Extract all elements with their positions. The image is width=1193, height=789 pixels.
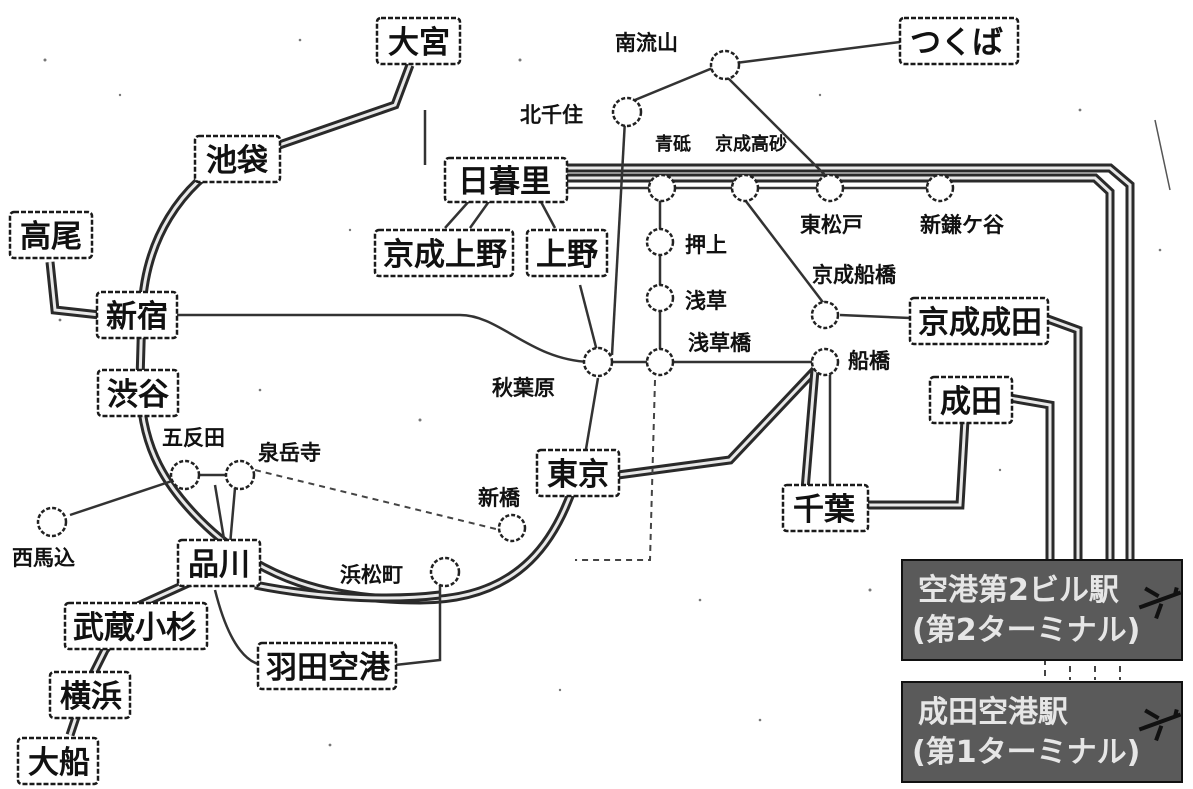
label-asakusa: 浅草	[685, 289, 727, 313]
box-nippori: 日暮里	[443, 156, 569, 204]
boxed-stations: 大宮 つくば 池袋 日暮里 高尾 京成上野 上野 新宿	[8, 16, 1050, 786]
label-nishi-magome: 西馬込	[12, 546, 75, 570]
box-shinjuku: 新宿	[95, 290, 179, 340]
box-narita: 成田	[928, 375, 1014, 425]
airplane-icon	[1138, 708, 1182, 742]
station-sengakuji-marker	[224, 459, 256, 491]
box-shibuya: 渋谷	[96, 368, 180, 418]
station-akihabara-marker	[582, 346, 614, 378]
station-aoto-marker	[647, 173, 677, 203]
svg-text:大宮: 大宮	[388, 25, 450, 61]
station-kitasenju-marker	[611, 96, 643, 128]
edge-mark	[1154, 119, 1171, 191]
terminal-upper-line2: (第2ターミナル)	[912, 613, 1140, 648]
label-shimbashi: 新橋	[478, 486, 521, 510]
station-nishi-magome-marker	[36, 506, 68, 538]
station-keisei-funabashi-marker	[810, 300, 840, 330]
label-oshiage: 押上	[685, 233, 727, 257]
svg-text:渋谷: 渋谷	[107, 377, 169, 413]
box-keisei-narita: 京成成田	[908, 296, 1050, 346]
box-ikebukuro: 池袋	[193, 134, 282, 184]
station-minami-nagareyama-marker	[709, 49, 741, 81]
label-higashi-matsudo: 東松戸	[800, 213, 863, 237]
svg-text:東京: 東京	[547, 457, 609, 493]
station-funabashi-marker	[810, 347, 840, 377]
svg-text:武蔵小杉: 武蔵小杉	[73, 610, 197, 646]
svg-text:品川: 品川	[188, 547, 250, 583]
narita-jr-track	[1009, 393, 1055, 560]
station-asakusa-marker	[645, 283, 675, 313]
label-aoto: 青砥	[655, 133, 691, 155]
svg-text:千葉: 千葉	[793, 492, 856, 528]
station-oshiage-marker	[645, 227, 675, 257]
svg-text:つくば: つくば	[910, 25, 1003, 61]
station-asakusabashi-marker	[645, 347, 675, 377]
svg-text:横浜: 横浜	[60, 679, 122, 715]
box-chiba: 千葉	[781, 483, 870, 533]
station-shin-kamagaya-marker	[925, 173, 955, 203]
station-higashi-matsudo-marker	[815, 173, 845, 203]
label-asakusabashi: 浅草橋	[688, 331, 752, 355]
svg-text:日暮里: 日暮里	[458, 164, 551, 200]
svg-text:京成成田: 京成成田	[918, 305, 1042, 341]
svg-text:成田: 成田	[940, 384, 1002, 420]
box-ofuna: 大船	[16, 736, 100, 786]
label-akihabara: 秋葉原	[492, 376, 555, 400]
station-shimbashi-marker	[497, 513, 527, 543]
label-kitasenju: 北千住	[520, 103, 583, 127]
box-tsukuba: つくば	[898, 16, 1020, 66]
airplane-icon	[1138, 586, 1182, 620]
svg-text:池袋: 池袋	[206, 143, 268, 179]
takao-track	[45, 261, 101, 320]
station-gotanda-marker	[169, 459, 201, 491]
label-keisei-funabashi: 京成船橋	[812, 263, 897, 287]
station-keisei-takasago-marker	[730, 173, 760, 203]
label-gotanda: 五反田	[162, 426, 225, 450]
label-sengakuji: 泉岳寺	[258, 441, 321, 465]
svg-text:高尾: 高尾	[20, 219, 82, 255]
svg-text:京成上野: 京成上野	[383, 237, 507, 273]
terminal-lower-line1: 成田空港駅	[918, 695, 1068, 730]
label-shin-kamagaya: 新鎌ケ谷	[920, 213, 1005, 237]
box-musashi-kosugi: 武蔵小杉	[63, 601, 209, 651]
box-omiya: 大宮	[375, 16, 462, 66]
box-takao: 高尾	[8, 210, 94, 260]
scan-noise	[43, 38, 1171, 747]
svg-text:新宿: 新宿	[106, 299, 168, 335]
sobu-track	[617, 366, 819, 480]
svg-text:上野: 上野	[536, 237, 598, 273]
terminal-upper: 空港第2ビル駅 (第2ターミナル)	[901, 559, 1183, 661]
label-hamamatsucho: 浜松町	[340, 563, 403, 587]
terminal-lower-line2: (第1ターミナル)	[912, 735, 1140, 770]
label-keisei-takasago: 京成高砂	[715, 133, 787, 155]
terminal-lower: 成田空港駅 (第1ターミナル)	[901, 681, 1183, 783]
chiba-narita-track	[868, 419, 970, 510]
label-minami-nagareyama: 南流山	[615, 31, 678, 55]
box-yokohama: 横浜	[48, 670, 132, 720]
label-funabashi: 船橋	[848, 349, 891, 373]
box-tokyo: 東京	[535, 448, 621, 498]
svg-text:大船: 大船	[28, 745, 90, 781]
svg-text:羽田空港: 羽田空港	[266, 650, 391, 686]
box-haneda-airport: 羽田空港	[256, 641, 398, 691]
box-keisei-ueno: 京成上野	[373, 228, 515, 278]
terminal-upper-line1: 空港第2ビル駅	[918, 573, 1119, 608]
station-labels: 南流山 北千住 青砥 京成高砂 押上 浅草 浅草橋 東松戸 新鎌ケ谷 京成船橋 …	[12, 31, 1005, 587]
station-markers	[36, 49, 955, 588]
station-hamamatsucho-marker	[429, 556, 461, 588]
box-ueno: 上野	[525, 228, 609, 278]
box-shinagawa: 品川	[176, 538, 262, 588]
